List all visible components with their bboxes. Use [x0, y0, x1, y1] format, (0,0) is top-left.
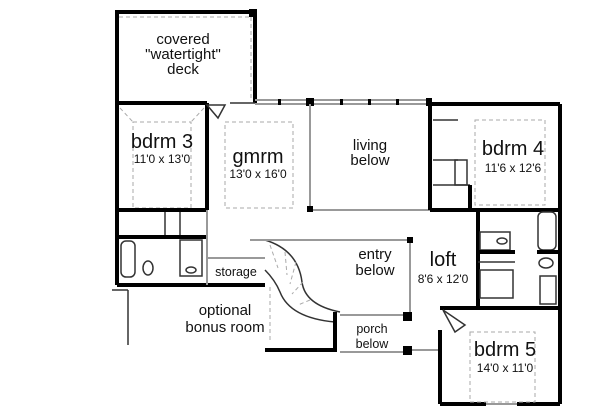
- bdrm4-size: 11'6 x 12'6: [485, 161, 542, 175]
- bdrm3-name: bdrm 3: [131, 131, 193, 153]
- gmrm-name: gmrm: [232, 146, 283, 168]
- bonus-label-line1: optional: [199, 302, 252, 319]
- entry-label-line2: below: [355, 262, 394, 279]
- deck-label-line2: "watertight": [145, 46, 221, 63]
- deck-label-line1: covered: [156, 31, 209, 48]
- loft-size: 8'6 x 12'0: [418, 272, 469, 286]
- bdrm4-name: bdrm 4: [482, 138, 544, 160]
- bdrm5-name: bdrm 5: [474, 339, 536, 361]
- living-label-line1: living: [353, 137, 387, 154]
- porch-label-line1: porch: [356, 322, 387, 336]
- entry-label-line1: entry: [358, 246, 392, 263]
- bonus-label-line2: bonus room: [185, 319, 264, 336]
- walls: [112, 9, 562, 406]
- gmrm-size: 13'0 x 16'0: [229, 167, 287, 181]
- living-label-line2: below: [350, 152, 389, 169]
- deck-label-line3: deck: [167, 61, 199, 78]
- porch-label-line2: below: [356, 337, 390, 351]
- bdrm5-size: 14'0 x 11'0: [477, 361, 534, 375]
- loft-name: loft: [430, 249, 457, 271]
- storage-label: storage: [215, 265, 257, 279]
- bdrm3-size: 11'0 x 13'0: [134, 152, 191, 166]
